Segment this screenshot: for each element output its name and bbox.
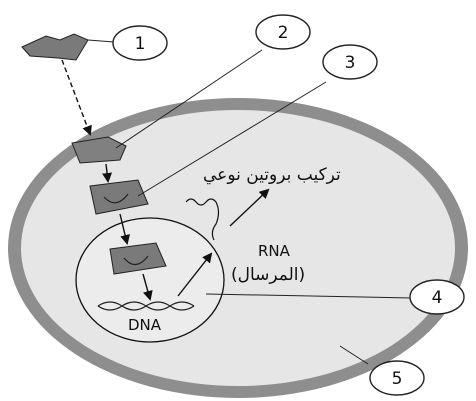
arrow-to-nucleus: [119, 213, 130, 245]
dna-label: DNA: [128, 316, 162, 334]
leader-5: [339, 345, 369, 365]
callout-3: 3: [322, 44, 378, 80]
dna-strand-b: [97, 301, 195, 311]
mrna-squiggle: [185, 198, 220, 241]
callout-5: 5: [369, 360, 425, 396]
receptor-notch: [103, 193, 129, 204]
protein-synthesis-label: تركيب بروتين نوعي: [203, 165, 341, 185]
hormone-receptor-complex: [89, 179, 149, 215]
callout-1-number: 1: [135, 34, 146, 54]
leader-2: [115, 49, 263, 149]
complex-notch: [123, 255, 149, 266]
hormone-in-cytoplasm: [71, 136, 127, 164]
callout-1: 1: [112, 25, 168, 61]
rna-arabic-label: (المرسال): [231, 265, 305, 285]
arrow-hormone-entry: [61, 59, 92, 136]
complex-in-nucleus: [109, 242, 167, 275]
arrow-dna-to-rna: [177, 252, 213, 297]
callout-4: 4: [409, 279, 465, 315]
arrow-to-receptor: [102, 163, 113, 183]
arrow-to-dna: [142, 273, 153, 301]
callout-4-number: 4: [432, 288, 443, 308]
hormone-molecule: [21, 33, 89, 61]
callout-2-number: 2: [278, 23, 289, 43]
callout-2: 2: [255, 14, 311, 50]
arrow-to-protein: [229, 188, 270, 227]
leader-4: [205, 293, 413, 299]
callout-3-number: 3: [345, 53, 356, 73]
rna-label: RNA: [258, 242, 291, 260]
leader-1: [87, 39, 115, 43]
callout-5-number: 5: [392, 369, 403, 389]
leader-3: [137, 81, 327, 197]
